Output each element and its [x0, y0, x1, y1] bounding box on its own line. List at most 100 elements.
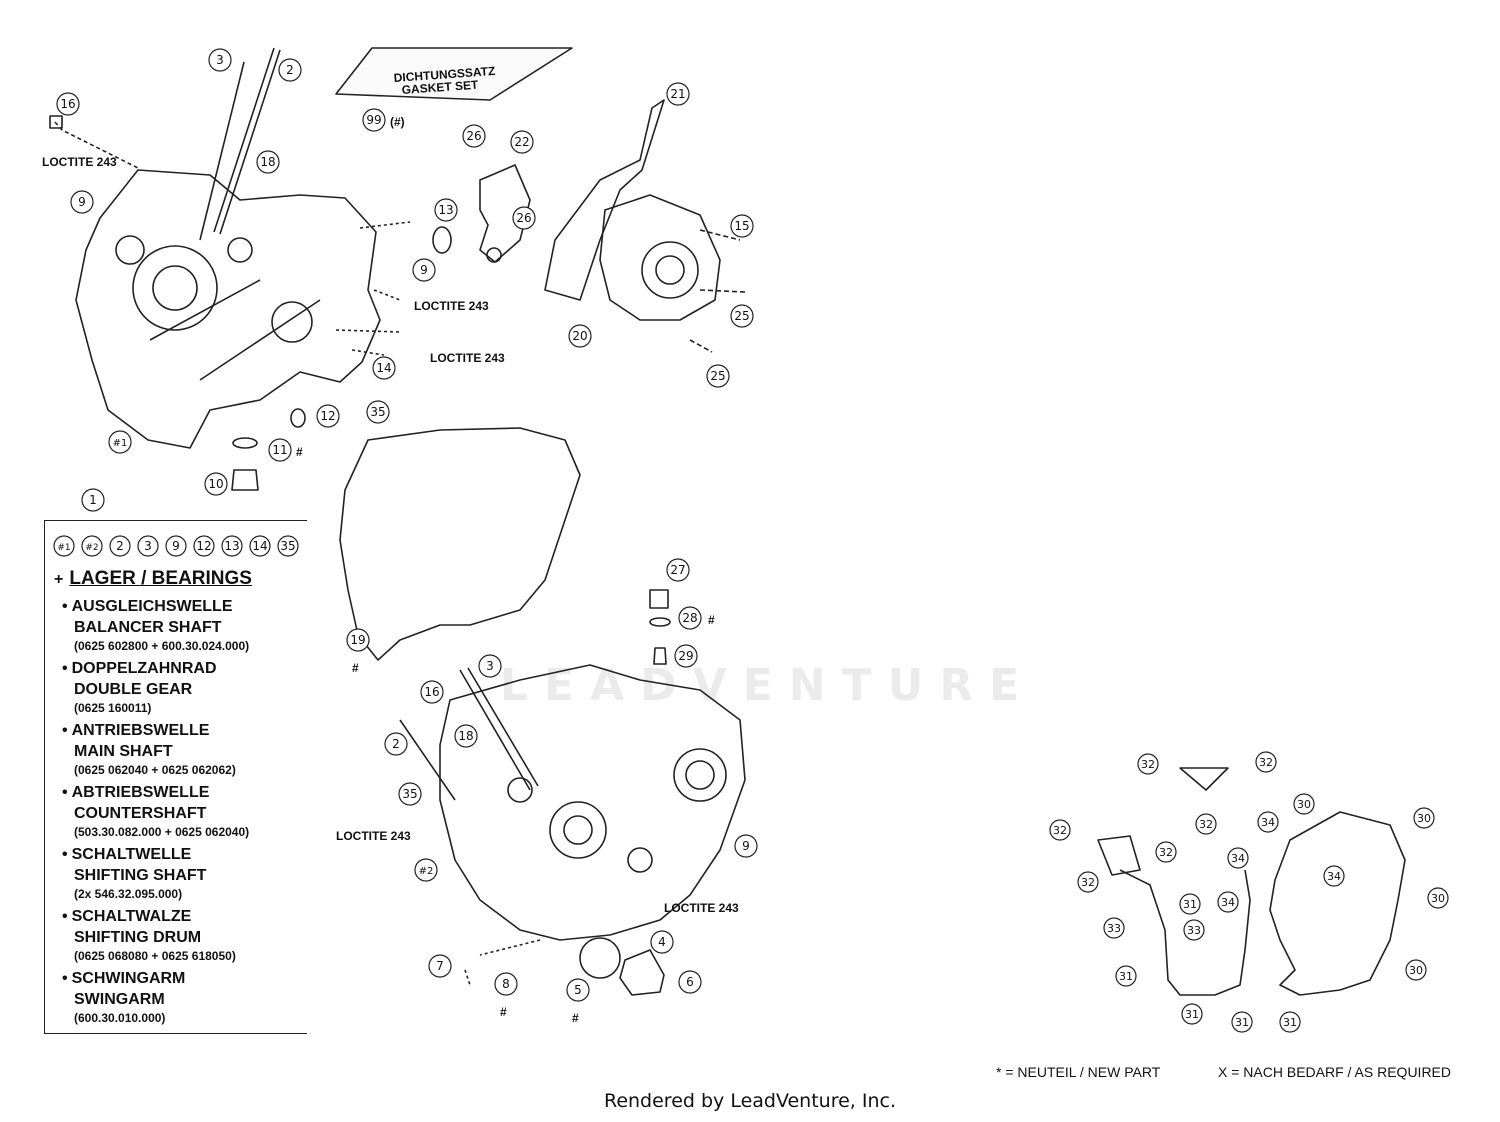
oring-5: [579, 937, 621, 979]
stud-3: [199, 61, 245, 241]
gasket-31-33: [1119, 869, 1251, 996]
svg-text:22: 22: [514, 135, 529, 149]
callout-28: 28: [678, 606, 702, 630]
svg-text:4: 4: [658, 935, 666, 949]
callout-8: 8: [494, 972, 518, 996]
svg-text:31: 31: [1283, 1016, 1297, 1029]
callout-26-b: 26: [512, 206, 536, 230]
svg-text:19: 19: [350, 633, 365, 647]
legend-heading: +LAGER / BEARINGS: [54, 568, 252, 590]
callout-35-a: 35: [366, 400, 390, 424]
as-required-note: X = NACH BEDARF / AS REQUIRED: [1218, 1064, 1451, 1080]
callout-18-b: 18: [454, 724, 478, 748]
washer-28: [649, 617, 671, 627]
svg-text:2: 2: [286, 63, 294, 77]
svg-text:14: 14: [376, 361, 391, 375]
callout-1: 1: [81, 488, 105, 512]
gasket-set-card: [335, 47, 573, 101]
callout-hash2: #2: [414, 858, 438, 882]
stud-2-lower: [399, 719, 456, 801]
svg-text:28: 28: [682, 611, 697, 625]
callout-99: 99: [362, 108, 386, 132]
svg-text:30: 30: [1417, 812, 1431, 825]
crankcase-left-outline: [75, 169, 381, 449]
washer-11: [232, 437, 258, 449]
svg-text:2: 2: [392, 737, 400, 751]
svg-text:5: 5: [574, 983, 582, 997]
stud-3-lower: [459, 667, 539, 791]
gasket-set-suffix: (#): [390, 115, 405, 129]
callout-31-d: 31: [1231, 1011, 1253, 1033]
svg-text:32: 32: [1081, 876, 1095, 889]
legend-item: ABTRIEBSWELLECOUNTERSHAFT(503.30.082.000…: [62, 782, 302, 840]
svg-text:#2: #2: [419, 866, 434, 877]
callout-26-a: 26: [462, 124, 486, 148]
watermark-text: LEADVENTURE: [500, 660, 1036, 711]
callout-33-b: 33: [1183, 919, 1205, 941]
svg-text:15: 15: [734, 219, 749, 233]
callout-32-f: 32: [1077, 871, 1099, 893]
callout-32-e: 32: [1155, 841, 1177, 863]
svg-text:32: 32: [1259, 756, 1273, 769]
callout-30-a: 30: [1293, 793, 1315, 815]
callout-32-c: 32: [1195, 813, 1217, 835]
gasket-30: [1269, 811, 1406, 996]
cover-4: [619, 949, 665, 996]
legend-ref-hash1: #1: [53, 535, 75, 557]
svg-text:21: 21: [670, 87, 685, 101]
callout-31-c: 31: [1181, 1003, 1203, 1025]
svg-text:3: 3: [486, 659, 494, 673]
callout-34-c: 34: [1323, 865, 1345, 887]
callout-25-b: 25: [706, 364, 730, 388]
hash-19: #: [352, 661, 359, 675]
svg-text:99: 99: [366, 113, 381, 127]
svg-text:33: 33: [1187, 924, 1201, 937]
svg-text:29: 29: [678, 649, 693, 663]
callout-27: 27: [666, 558, 690, 582]
callout-16: 16: [56, 92, 80, 116]
svg-text:12: 12: [196, 539, 211, 553]
svg-text:12: 12: [320, 409, 335, 423]
svg-text:31: 31: [1185, 1008, 1199, 1021]
callout-30-b: 30: [1413, 807, 1435, 829]
callout-31-e: 31: [1279, 1011, 1301, 1033]
callout-10: 10: [204, 472, 228, 496]
callout-16-b: 16: [420, 680, 444, 704]
callout-9-b: 9: [412, 258, 436, 282]
stud-2: [213, 47, 281, 235]
loctite-label-e: LOCTITE 243: [664, 901, 739, 915]
callout-33-a: 33: [1103, 917, 1125, 939]
callout-14: 14: [372, 356, 396, 380]
bearings-legend-box: [44, 520, 307, 1034]
callout-31-b: 31: [1115, 965, 1137, 987]
gasket-32-left: [1097, 835, 1141, 876]
legend-ref-9: 9: [165, 535, 187, 557]
legend-ref-hash2: #2: [81, 535, 103, 557]
svg-text:30: 30: [1409, 964, 1423, 977]
callout-32-a: 32: [1137, 753, 1159, 775]
legend-ref-2: 2: [109, 535, 131, 557]
svg-text:31: 31: [1235, 1016, 1249, 1029]
callout-29: 29: [674, 644, 698, 668]
loctite-label-a: LOCTITE 243: [42, 155, 117, 169]
svg-text:20: 20: [572, 329, 587, 343]
callout-5: 5: [566, 978, 590, 1002]
crankcase-right-outline: [439, 664, 746, 941]
svg-text:7: 7: [436, 959, 444, 973]
hash-8: #: [500, 1005, 507, 1019]
svg-text:#1: #1: [57, 543, 70, 553]
new-part-note: * = NEUTEIL / NEW PART: [996, 1064, 1161, 1080]
callout-19: 19: [346, 628, 370, 652]
svg-text:3: 3: [144, 539, 152, 553]
callout-12: 12: [316, 404, 340, 428]
legend-title: LAGER / BEARINGS: [69, 568, 252, 589]
callout-25-a: 25: [730, 304, 754, 328]
svg-text:26: 26: [466, 129, 481, 143]
legend-ref-14: 14: [249, 535, 271, 557]
callout-35-b: 35: [398, 782, 422, 806]
callout-15: 15: [730, 214, 754, 238]
